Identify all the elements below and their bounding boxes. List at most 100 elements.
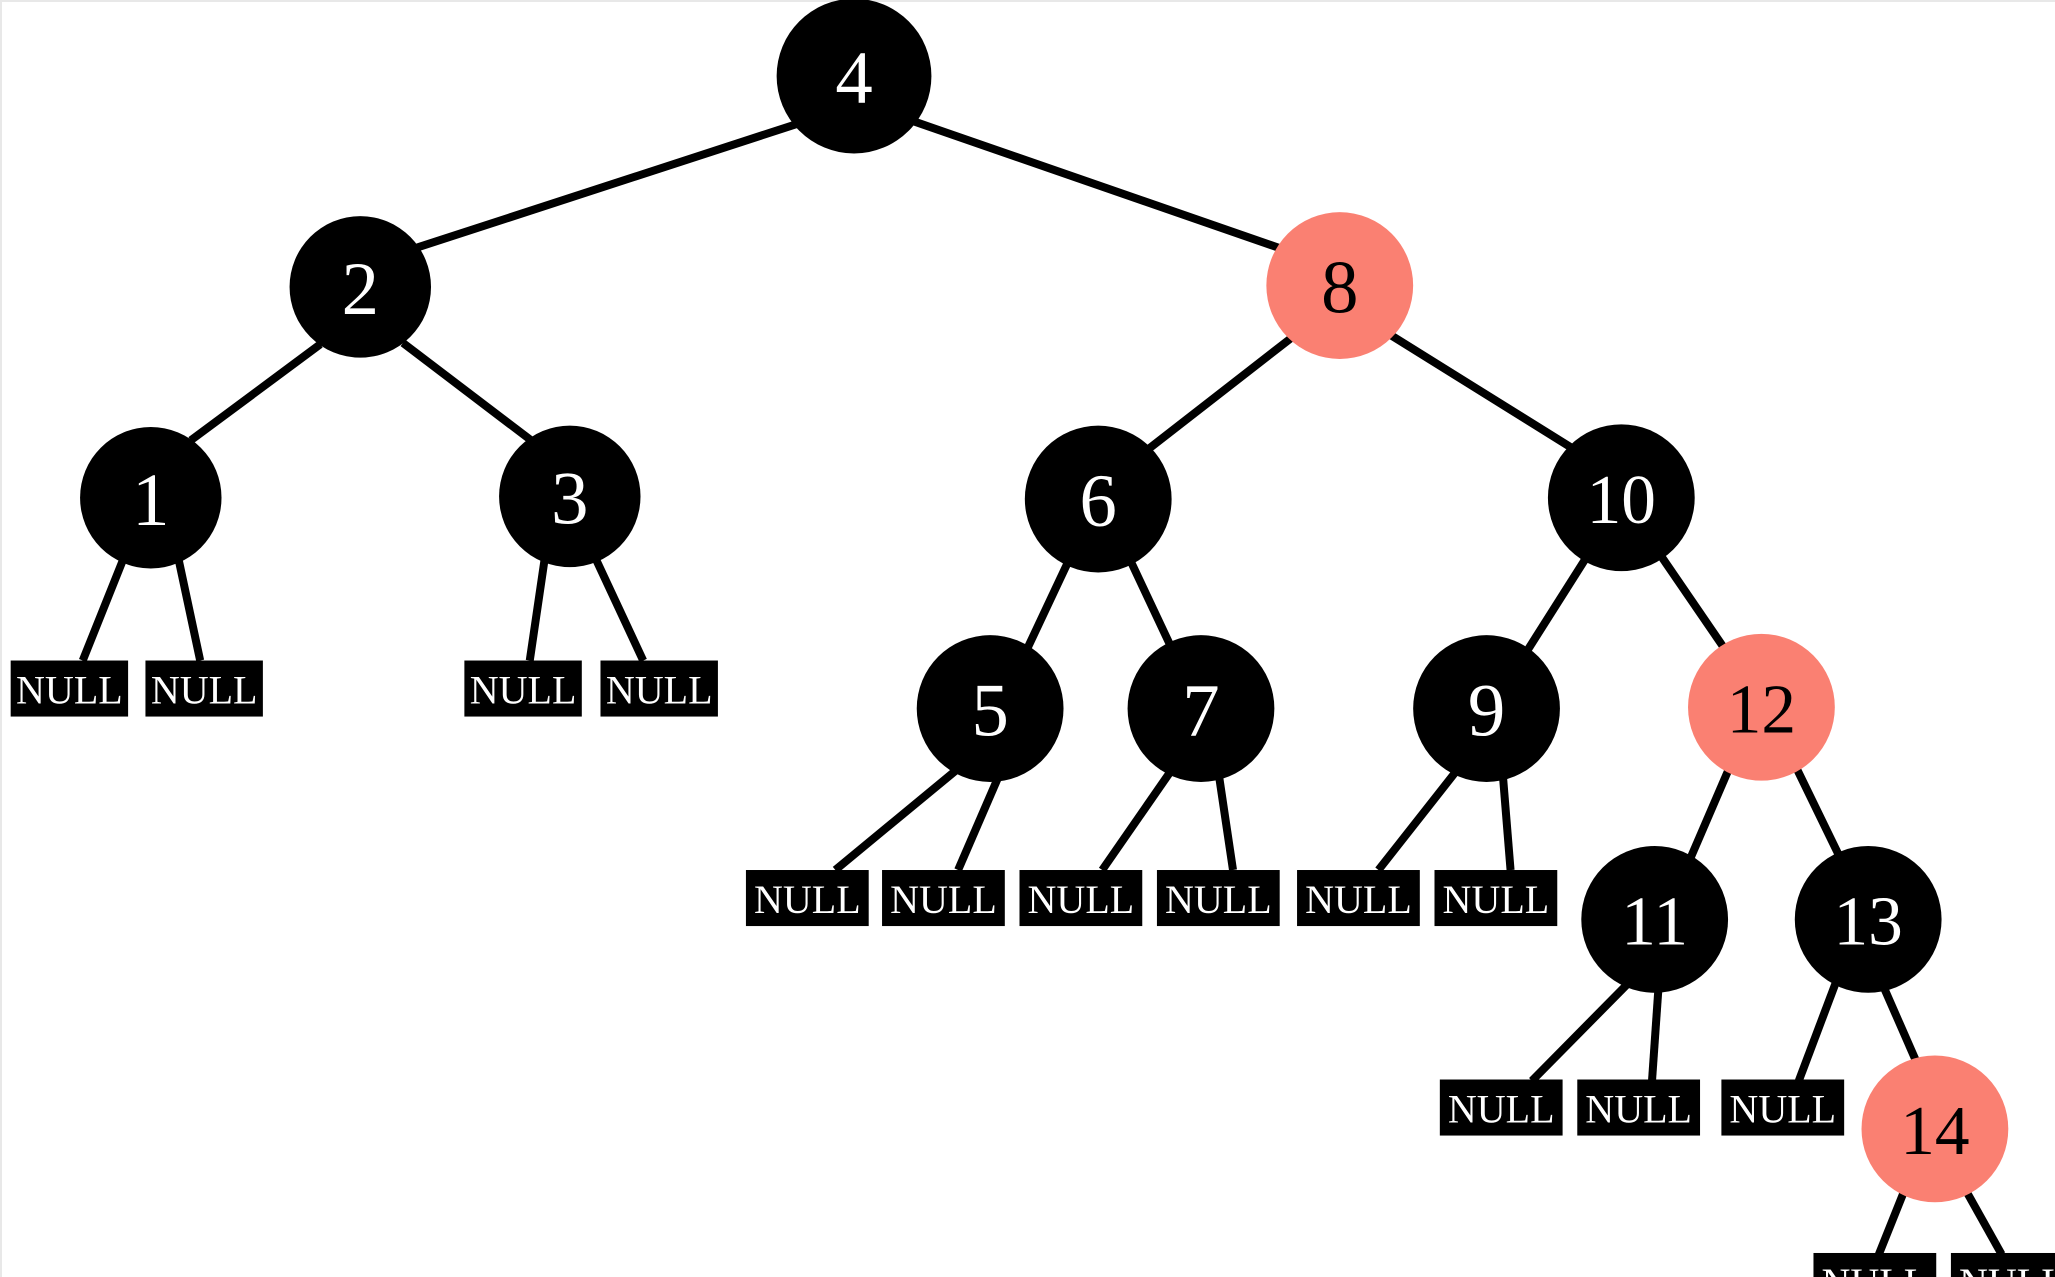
- null-box-label: NULL: [1443, 877, 1550, 922]
- tree-node-10[interactable]: 10: [1547, 424, 1695, 572]
- null-leaf-null7[interactable]: NULL: [1019, 870, 1143, 927]
- null-box-background: [464, 660, 582, 717]
- tree-edge-n1-null2: [174, 559, 205, 662]
- null-box-label: NULL: [16, 667, 123, 712]
- null-box-label: NULL: [754, 877, 861, 922]
- null-box-label: NULL: [1729, 1086, 1836, 1131]
- tree-edge-n2-n1: [188, 341, 323, 444]
- node-circle-red: [1861, 1055, 2009, 1203]
- node-label: 2: [342, 248, 379, 331]
- null-box-label: NULL: [606, 667, 713, 712]
- tree-edge-n6-n5: [1021, 561, 1072, 656]
- tree-edge-n10-n9: [1521, 556, 1589, 656]
- null-box-background: [1019, 870, 1143, 927]
- node-label: 10: [1587, 462, 1656, 539]
- tree-edge-n13-n14: [1877, 980, 1923, 1070]
- tree-edges-group: [79, 116, 2006, 1257]
- node-circle-black: [776, 0, 932, 154]
- tree-edge-n11-null12: [1648, 984, 1663, 1082]
- null-leaf-null11[interactable]: NULL: [1439, 1079, 1563, 1136]
- tree-edge-n3-null3: [525, 559, 549, 662]
- node-label: 11: [1621, 884, 1688, 961]
- node-circle-black: [499, 425, 641, 568]
- node-circle-black: [1127, 635, 1275, 782]
- null-leaf-null9[interactable]: NULL: [1297, 870, 1420, 927]
- null-leaf-null2[interactable]: NULL: [145, 660, 263, 717]
- null-box-background: [145, 660, 263, 717]
- node-circle-red: [1266, 212, 1414, 359]
- left-border-rule: [0, 0, 2, 1277]
- tree-edge-n7-null8: [1214, 770, 1237, 871]
- null-box-background: [882, 870, 1005, 927]
- null-leaf-null8[interactable]: NULL: [1156, 870, 1280, 927]
- node-label: 1: [132, 459, 169, 542]
- node-label: 6: [1080, 460, 1117, 543]
- node-circle-black: [1581, 845, 1729, 993]
- tree-node-1[interactable]: 1: [80, 427, 222, 569]
- null-leaf-null10[interactable]: NULL: [1434, 870, 1558, 927]
- null-leaf-null15[interactable]: NULL: [1950, 1252, 2055, 1277]
- node-label: 5: [971, 670, 1008, 753]
- null-box-background: [1439, 1079, 1563, 1136]
- tree-edge-n6-n7: [1127, 561, 1178, 656]
- null-box-background: [1577, 1079, 1701, 1136]
- top-border-rule: [0, 0, 2055, 2]
- null-box-background: [1156, 870, 1280, 927]
- tree-edge-n3-null4: [592, 558, 647, 663]
- null-box-background: [600, 660, 718, 717]
- node-circle-black: [1547, 424, 1695, 572]
- null-box-background: [745, 870, 869, 927]
- node-label: 8: [1321, 247, 1358, 330]
- null-box-background: [1434, 870, 1558, 927]
- null-box-label: NULL: [151, 667, 258, 712]
- tree-edge-n1-null1: [79, 558, 127, 663]
- null-box-background: [1721, 1079, 1845, 1136]
- tree-node-14[interactable]: 14: [1861, 1055, 2009, 1203]
- node-circle-black: [1024, 425, 1172, 573]
- tree-edge-n12-n13: [1791, 762, 1846, 863]
- tree-node-8[interactable]: 8: [1266, 212, 1414, 359]
- tree-node-11[interactable]: 11: [1581, 845, 1729, 993]
- tree-node-3[interactable]: 3: [499, 425, 641, 568]
- node-label: 7: [1182, 670, 1219, 753]
- tree-edge-n11-null11: [1529, 977, 1634, 1084]
- null-leaf-null6[interactable]: NULL: [882, 870, 1005, 927]
- tree-edge-n2-n3: [400, 339, 534, 444]
- null-box-label: NULL: [1959, 1260, 2055, 1277]
- tree-edge-n10-n12: [1658, 554, 1732, 657]
- tree-edge-n5-null5: [832, 765, 961, 874]
- tree-node-13[interactable]: 13: [1794, 845, 1942, 993]
- tree-edge-n4-n2: [405, 118, 802, 255]
- null-leaf-null13[interactable]: NULL: [1721, 1079, 1845, 1136]
- null-box-label: NULL: [470, 667, 577, 712]
- node-label: 13: [1833, 884, 1902, 961]
- null-leaf-null5[interactable]: NULL: [745, 870, 869, 927]
- null-box-label: NULL: [1585, 1086, 1692, 1131]
- tree-node-9[interactable]: 9: [1413, 635, 1560, 782]
- node-circle-black: [916, 635, 1064, 782]
- tree-edge-n9-null10: [1498, 770, 1515, 871]
- tree-node-2[interactable]: 2: [289, 216, 432, 358]
- null-leaf-null12[interactable]: NULL: [1577, 1079, 1701, 1136]
- null-box-label: NULL: [890, 877, 997, 922]
- tree-node-5[interactable]: 5: [916, 635, 1064, 782]
- null-box-background: [1950, 1252, 2055, 1277]
- tree-edge-n8-n6: [1145, 334, 1295, 453]
- tree-edge-n8-n10: [1388, 331, 1577, 454]
- null-leaf-null14[interactable]: NULL: [1813, 1252, 1937, 1277]
- null-leaf-null1[interactable]: NULL: [10, 660, 129, 717]
- tree-node-12[interactable]: 12: [1688, 633, 1835, 781]
- tree-edge-n12-n11: [1685, 763, 1735, 863]
- tree-edge-n14-null15: [1960, 1185, 2006, 1257]
- null-box-label: NULL: [1448, 1086, 1555, 1131]
- tree-node-7[interactable]: 7: [1127, 635, 1275, 782]
- null-leaf-null4[interactable]: NULL: [600, 660, 718, 717]
- null-box-background: [1297, 870, 1420, 927]
- tree-node-6[interactable]: 6: [1024, 425, 1172, 573]
- tree-node-4[interactable]: 4: [776, 0, 932, 154]
- tree-edge-n5-null6: [954, 769, 1005, 872]
- null-leaf-null3[interactable]: NULL: [464, 660, 582, 717]
